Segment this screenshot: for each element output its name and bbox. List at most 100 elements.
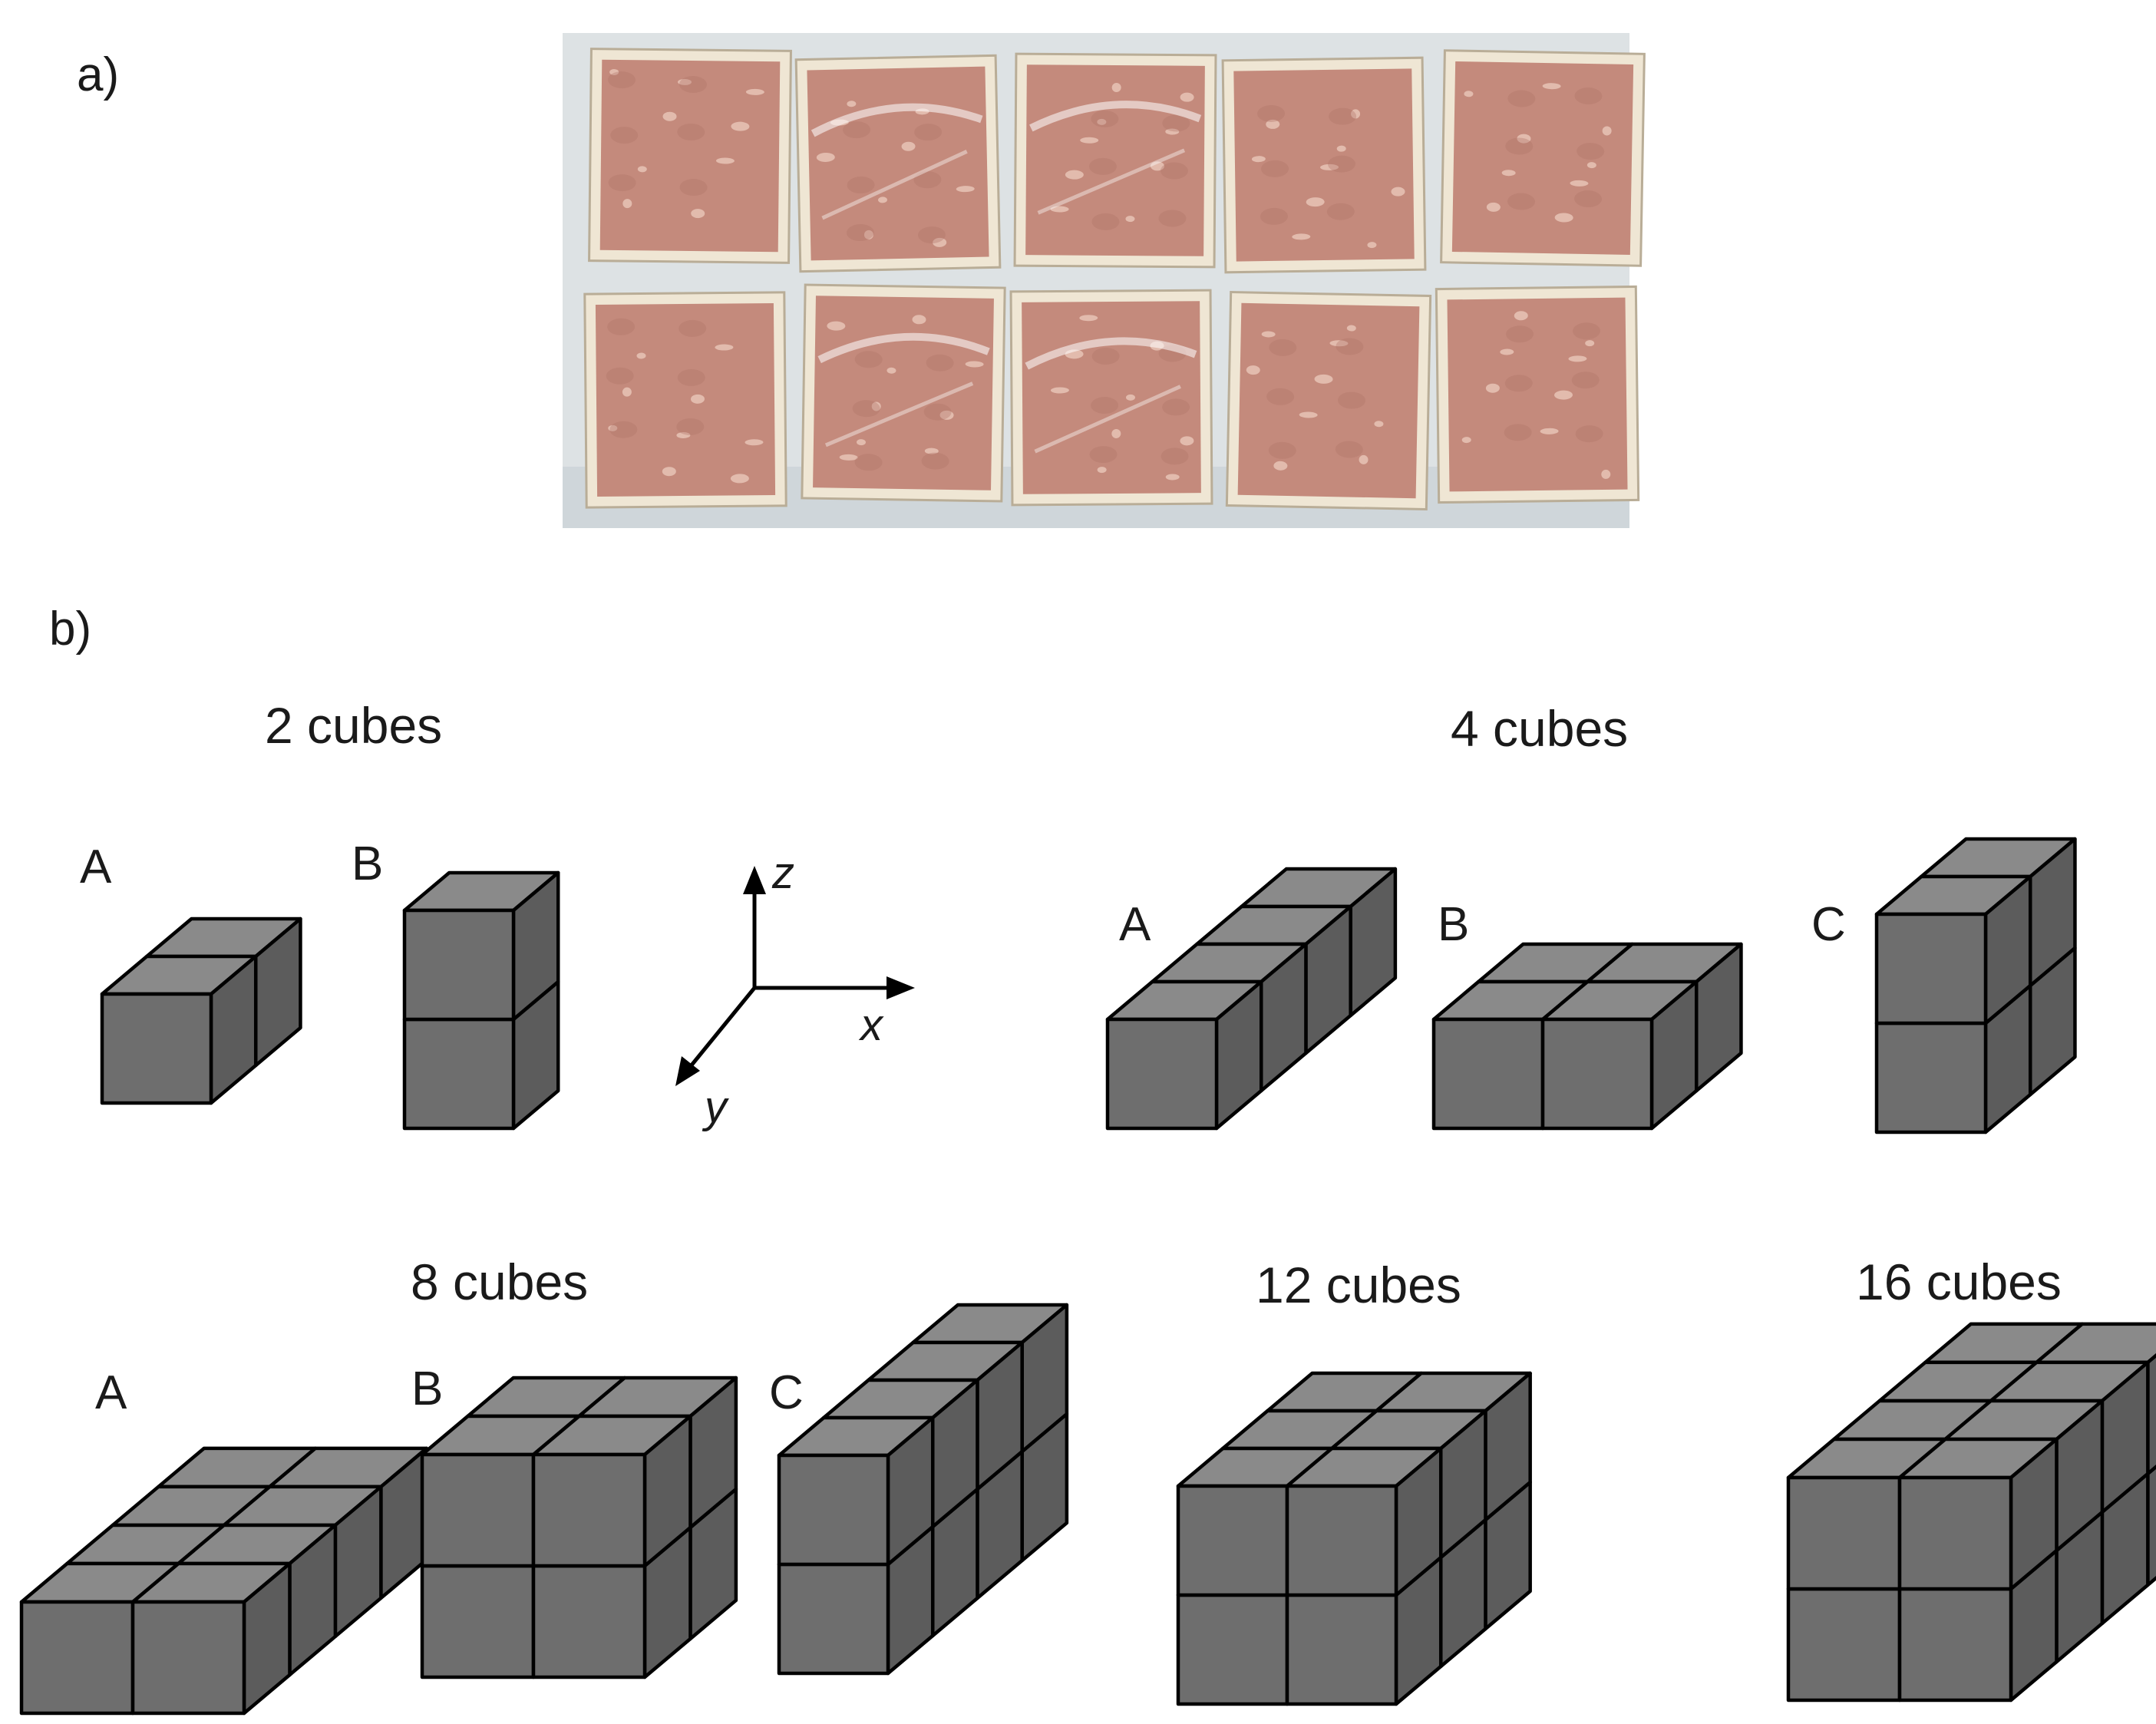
fat-speck [1367,242,1377,249]
fat-speck [622,387,632,397]
sample-meat [807,66,989,261]
fat-speck [1374,421,1384,428]
fat-speck [1540,428,1559,434]
fat-speck [1097,467,1107,474]
fat-speck [608,424,618,431]
fat-speck [877,197,887,203]
sample-box [1221,56,1427,274]
wrap-sheen [1034,385,1181,454]
fat-speck [622,199,632,209]
sample-meat [1451,61,1634,256]
fat-speck [1306,197,1325,207]
sample-box [1013,52,1217,269]
meat-mottle [1158,210,1187,227]
fat-speck [1292,233,1311,240]
fat-speck [636,352,646,359]
cube-assembly-12-cubes [1176,1371,1532,1706]
meat-mottle [913,171,942,189]
y-axis-label: y [702,1082,729,1132]
meat-mottle [1507,90,1536,107]
meat-mottle [608,174,636,192]
meat-mottle [1338,391,1366,409]
fat-speck [933,237,947,247]
panel-a-label: a) [77,48,119,101]
fat-speck [1568,355,1587,362]
cube-front-face [420,1564,536,1679]
x-axis-arrowhead [887,976,915,999]
sample-meat [1022,301,1201,494]
fat-speck [1602,126,1612,136]
fat-speck [939,410,954,420]
sample-box [1009,289,1213,507]
meat-mottle [610,127,639,144]
config-label-8-cubes-c: C [769,1366,804,1419]
cube-front-face [130,1600,246,1716]
meat-mottle [1577,143,1605,160]
fat-speck [856,439,866,446]
meat-mottle [1162,114,1190,132]
group-title-12-cubes: 12 cubes [1256,1257,1461,1313]
meat-mottle [606,367,634,385]
meat-mottle [1505,137,1534,155]
meat-mottle [923,403,952,421]
meat-mottle [1575,425,1603,443]
meat-mottle [854,454,883,471]
fat-speck [1111,428,1121,438]
fat-speck [1500,348,1514,355]
fat-speck [1050,206,1069,213]
meat-mottle [1329,107,1357,125]
sample-meat [599,59,781,253]
meat-mottle [1326,203,1355,220]
meat-mottle [679,179,708,197]
sample-box [794,54,1002,273]
fat-speck [1065,170,1084,180]
y-axis-line [685,986,756,1072]
sample-box [801,283,1006,503]
fat-speck [912,315,926,325]
fat-speck [827,321,846,331]
wrap-sheen [817,332,990,364]
group-title-8-cubes: 8 cubes [411,1253,588,1310]
fat-speck [678,78,692,85]
fat-speck [1554,390,1573,400]
cube-front-face [402,1017,516,1131]
fat-speck [637,166,647,173]
fat-speck [662,111,677,121]
x-axis-label: x [858,1000,884,1050]
meat-mottle [609,421,638,438]
fat-speck [731,121,750,131]
fat-speck [1150,161,1164,171]
meat-mottle [1506,325,1534,343]
cube-front-face [402,908,516,1022]
fat-speck [1111,83,1121,93]
z-axis-label: z [771,848,794,898]
meat-mottle [1161,448,1189,465]
meat-mottle [926,354,954,372]
config-label-4-cubes-c: C [1811,898,1846,951]
meat-mottle [852,400,880,418]
fat-speck [1246,365,1260,375]
meat-mottle [1335,441,1363,458]
cube-front-face [1176,1484,1289,1597]
fat-speck [1299,411,1318,418]
meat-mottle [1260,207,1288,225]
cube-front-face [1874,1021,1988,1134]
fat-speck [1165,128,1180,135]
meat-mottle [1504,375,1533,392]
meat-mottle [1327,155,1355,173]
fat-speck [847,101,857,107]
fat-speck [1570,180,1589,187]
fat-speck [839,454,858,461]
meat-mottle [1091,348,1120,365]
sample-meat [595,302,776,497]
meat-mottle [1336,338,1364,355]
fat-speck [816,152,835,162]
cube-front-face [777,1453,890,1567]
meat-mottle [1088,157,1117,175]
fat-speck [1517,134,1531,144]
y-axis-arrowhead [675,1056,700,1086]
fat-speck [1359,454,1369,464]
meat-mottle [847,177,875,194]
fat-speck [676,432,691,439]
